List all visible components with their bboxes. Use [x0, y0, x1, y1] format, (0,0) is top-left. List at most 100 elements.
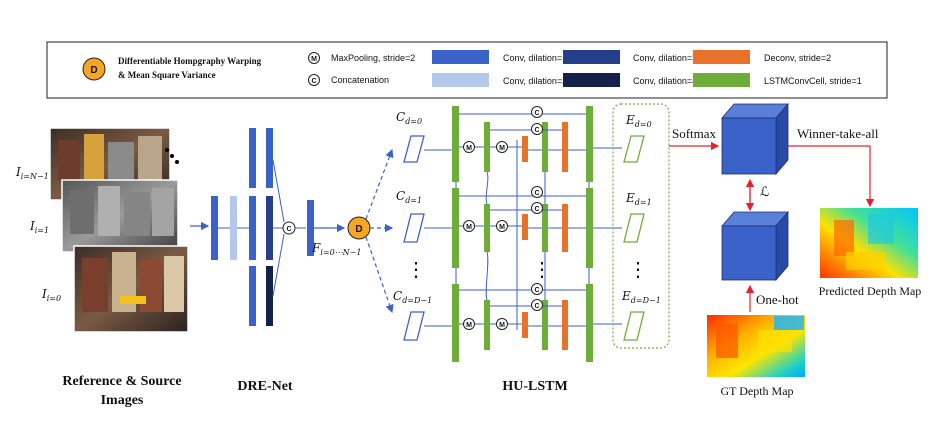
- deconv-block: [562, 122, 568, 172]
- concat-icon: [531, 123, 543, 135]
- feature-label: Fi=0⋯N−1: [311, 241, 361, 257]
- image-0: [73, 245, 189, 333]
- probability-volume-cube: [721, 102, 789, 176]
- gt-volume-cube: [721, 210, 789, 282]
- c-bot-label: Cd=D−1: [393, 289, 432, 305]
- output-slice: [623, 135, 645, 163]
- lstm-cell: [542, 122, 548, 172]
- output-slice: [623, 213, 645, 243]
- output-volume-box: [612, 103, 670, 349]
- lstm-cell: [542, 300, 548, 350]
- maxpool-symbol: M: [466, 322, 472, 329]
- output-stage: Softmax Winner-take-all ℒ One-hot P: [669, 102, 922, 398]
- maxpool-icon: [463, 141, 475, 153]
- predicted-caption: Predicted Depth Map: [819, 284, 922, 298]
- lstm-row-bottom: M M C C: [424, 283, 622, 362]
- c-top-label: Cd=0: [396, 110, 422, 126]
- e-top-label: Ed=0: [625, 113, 652, 129]
- maxpool-icon: [496, 141, 508, 153]
- warping: D: [347, 148, 394, 314]
- conv-block: [266, 266, 273, 326]
- cost-slice: [403, 311, 425, 341]
- gt-caption: GT Depth Map: [720, 384, 793, 398]
- lstm-row-mid: M M C C: [424, 186, 622, 268]
- conv-block: [249, 128, 256, 188]
- concat-icon: [531, 299, 543, 311]
- maxpool-symbol: M: [466, 145, 472, 152]
- warp-legend-label: Differentiable Hompgraphy Warping: [118, 56, 262, 66]
- warp-symbol: D: [355, 224, 362, 235]
- concat-legend-symbol: C: [311, 78, 316, 85]
- conv-d4-label: Conv, dilation=4: [633, 76, 697, 86]
- maxpool-icon: [496, 220, 508, 232]
- concat-icon: [531, 106, 543, 118]
- warp-legend-icon: [82, 57, 106, 81]
- deconv-swatch: [693, 50, 750, 64]
- image-1: [61, 179, 179, 253]
- lstm-cell: [484, 300, 490, 350]
- conv-block: [266, 196, 273, 260]
- onehot-label: One-hot: [756, 292, 799, 307]
- concat-icon: [531, 283, 543, 295]
- lstm-cell: [586, 284, 593, 362]
- label-i-1: Ii=1: [29, 219, 49, 235]
- output-slice: [623, 311, 645, 341]
- predicted-depth-map: [820, 208, 918, 278]
- conv-block: [249, 196, 256, 260]
- concat-symbol: C: [534, 303, 539, 310]
- lstm-swatch: [693, 73, 750, 87]
- conv-d3-swatch: [563, 50, 620, 64]
- lstm-cell: [542, 204, 548, 252]
- label-i-n-1: Ii=N−1: [15, 165, 49, 181]
- concat-symbol: C: [534, 127, 539, 134]
- input-caption-2: Images: [101, 393, 144, 408]
- e-bot-label: Ed=D−1: [621, 289, 661, 305]
- concat-symbol: C: [534, 287, 539, 294]
- legend: D Differentiable Hompgraphy Warping & Me…: [46, 41, 888, 99]
- warp-legend-symbol: D: [90, 65, 97, 76]
- maxpool-symbol: M: [499, 224, 505, 231]
- maxpool-icon: [463, 220, 475, 232]
- lstm-cell: [586, 106, 593, 182]
- conv-block: [266, 128, 273, 188]
- conv-d4-swatch: [563, 73, 620, 87]
- concat-symbol: C: [286, 226, 291, 233]
- warp-legend-label-2: & Mean Square Variance: [118, 70, 216, 80]
- drenet-caption: DRE-Net: [237, 379, 293, 394]
- concat-icon: [531, 186, 543, 198]
- lstm-cell: [484, 122, 490, 172]
- hulstm-caption: HU-LSTM: [502, 379, 567, 394]
- lstm-cell: [452, 106, 459, 182]
- conv-d3-label: Conv, dilation=3: [633, 53, 697, 63]
- lstm-cell: [452, 188, 459, 268]
- lstm-label: LSTMConvCell, stride=1: [764, 76, 862, 86]
- cost-slice: [403, 135, 425, 163]
- maxpool-legend-icon: [308, 52, 320, 64]
- conv-d1-label: Conv, dilation=1: [503, 53, 567, 63]
- conv-block: [230, 196, 237, 260]
- maxpool-legend-symbol: M: [311, 56, 317, 63]
- concat-symbol: C: [534, 110, 539, 117]
- cost-slice: [403, 213, 425, 243]
- vdots-mid: ⋮: [532, 259, 552, 281]
- lstm-row-top: M M C C: [424, 106, 622, 182]
- maxpool-symbol: M: [499, 322, 505, 329]
- vdots-right: ⋮: [628, 259, 648, 281]
- maxpool-legend-label: MaxPooling, stride=2: [331, 53, 415, 63]
- conv-d2-swatch: [432, 73, 489, 87]
- softmax-label: Softmax: [672, 126, 717, 141]
- label-i-0: Ii=0: [41, 287, 61, 303]
- deconv-block: [522, 136, 528, 162]
- winner-label: Winner-take-all: [797, 126, 879, 141]
- maxpool-symbol: M: [466, 224, 472, 231]
- maxpool-icon: [463, 318, 475, 330]
- gt-depth-map: [707, 315, 805, 377]
- conv-block: [211, 196, 218, 260]
- conv-d2-label: Conv, dilation=2: [503, 76, 567, 86]
- vdots-left: ⋮: [406, 259, 426, 281]
- lstm-cell: [586, 188, 593, 268]
- deconv-label: Deconv, stride=2: [764, 53, 831, 63]
- dre-net: C Fi=0⋯N−1 DRE-Net: [211, 128, 361, 394]
- deconv-block: [562, 204, 568, 252]
- concat-symbol: C: [534, 206, 539, 213]
